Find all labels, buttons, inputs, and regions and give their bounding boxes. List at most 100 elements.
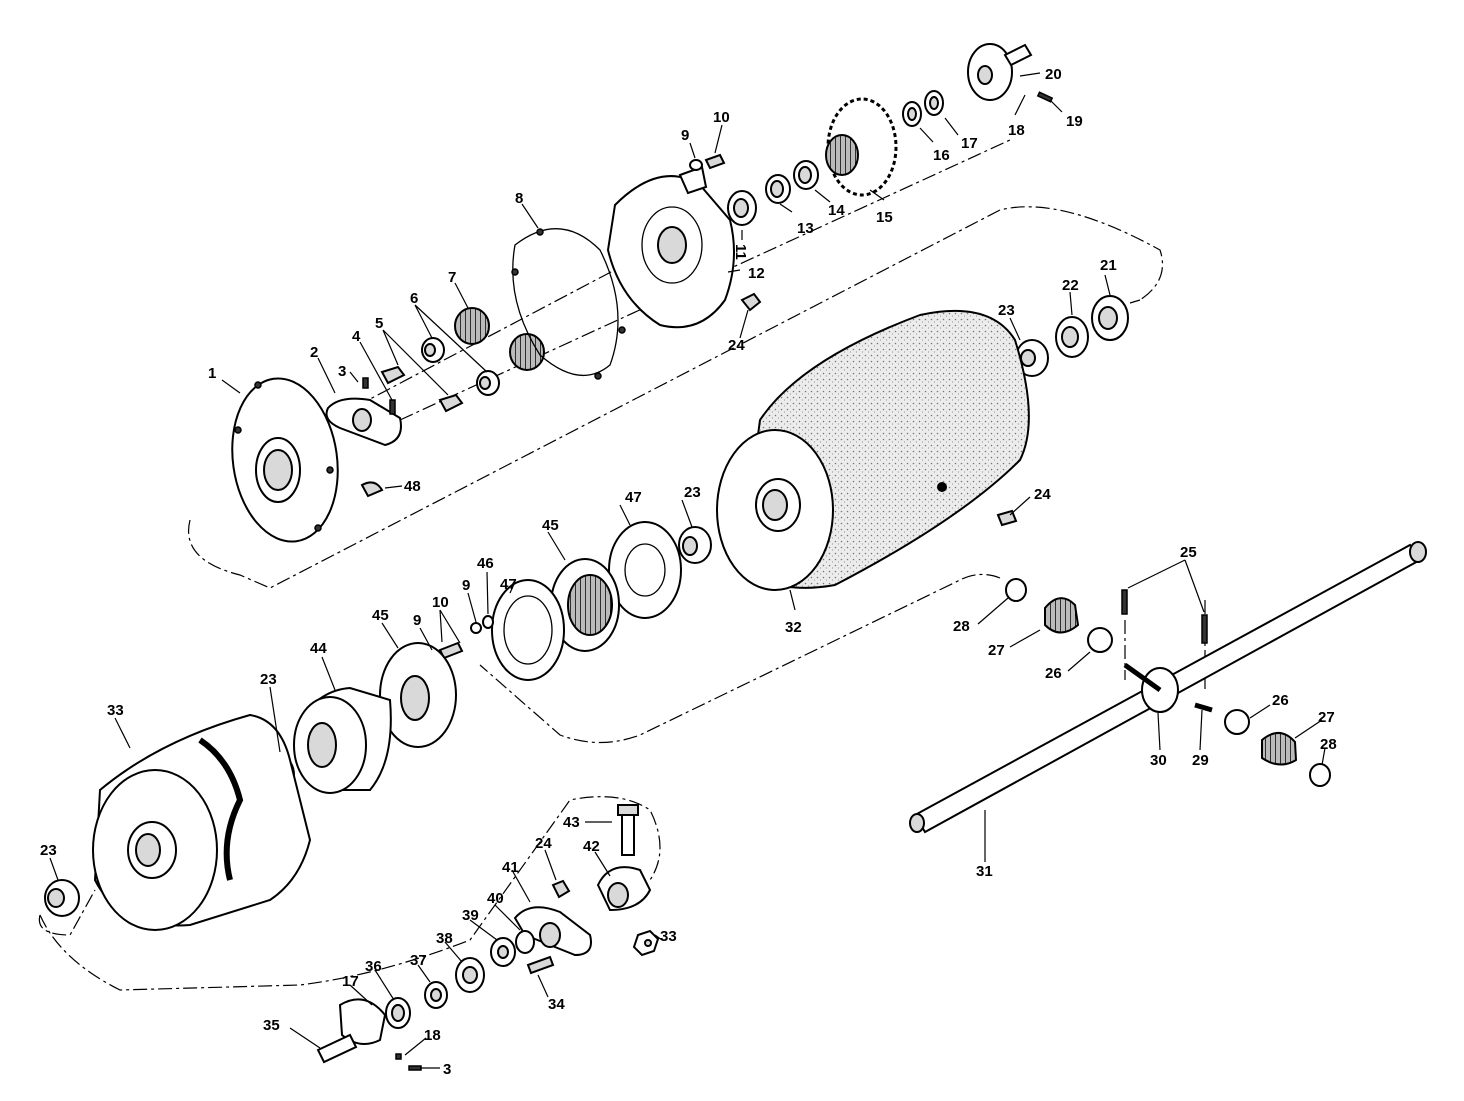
callout-2: 2 [310, 344, 318, 361]
sprocket-15 [825, 97, 898, 197]
callout-10: 10 [713, 109, 730, 126]
callout-5: 5 [375, 315, 383, 332]
callout-28-lower: 28 [1320, 736, 1337, 753]
callout-25: 25 [1180, 544, 1197, 561]
callout-6: 6 [410, 290, 418, 307]
key-48 [360, 481, 384, 498]
callout-46: 46 [477, 555, 494, 572]
callout-47-upper: 47 [625, 489, 642, 506]
bushing-6 [421, 337, 500, 396]
callout-22: 22 [1062, 277, 1079, 294]
washer-46 [482, 615, 494, 629]
callout-3-bottom: 3 [443, 1061, 451, 1078]
callout-4: 4 [352, 328, 361, 345]
bolt-43 [617, 804, 639, 856]
drum-33-cutaway [92, 713, 312, 931]
pin-25 [1121, 589, 1208, 644]
callout-37: 37 [410, 952, 427, 969]
callout-36: 36 [365, 958, 382, 975]
callout-11: 11 [732, 244, 749, 260]
callout-23-far-left: 23 [40, 842, 57, 859]
gear-7 [454, 307, 545, 371]
fitting-24-bottom [551, 879, 571, 899]
callout-18-bottom: 18 [424, 1027, 441, 1044]
callout-35: 35 [263, 1017, 280, 1034]
hub-30 [1123, 662, 1213, 713]
callout-16: 16 [933, 147, 950, 164]
gear-housing-12 [606, 165, 735, 329]
callout-40: 40 [487, 890, 504, 907]
bushing-23-mid [678, 526, 712, 564]
callout-12: 12 [748, 265, 765, 282]
shaft-35 [316, 998, 387, 1064]
callout-3: 3 [338, 363, 346, 380]
fitting-24-mid [996, 509, 1018, 527]
callout-26-upper: 26 [1045, 665, 1062, 682]
callout-8: 8 [515, 190, 523, 207]
bushing-23-far-left [44, 879, 80, 917]
callout-21: 21 [1100, 257, 1117, 274]
callout-39: 39 [462, 907, 479, 924]
callout-24-bottom: 24 [535, 835, 552, 852]
callout-24-top: 24 [728, 337, 745, 354]
lever-41 [513, 906, 592, 957]
callout-15: 15 [876, 209, 893, 226]
seal-36 [385, 997, 411, 1029]
callout-33-drum: 33 [107, 702, 124, 719]
callout-19: 19 [1066, 113, 1083, 130]
callout-13: 13 [797, 220, 814, 237]
callout-48: 48 [404, 478, 421, 495]
callout-26-lower: 26 [1272, 692, 1289, 709]
pinion-26-27-28-lower [1224, 709, 1331, 787]
fitting-24-top [740, 292, 762, 312]
pin-19 [1036, 91, 1054, 103]
plate-47-upper [608, 521, 682, 619]
seal-16-17 [902, 90, 944, 127]
clamp-42 [596, 866, 652, 912]
callout-42: 42 [583, 838, 600, 855]
callout-9-low: 9 [413, 612, 421, 629]
hub-45-lower [379, 642, 457, 748]
callout-43: 43 [563, 814, 580, 831]
callout-28-upper: 28 [953, 618, 970, 635]
callout-47-lower: 47 [500, 576, 517, 593]
callout-9: 9 [681, 127, 689, 144]
spring-pin-3 [362, 377, 369, 389]
callout-45-upper: 45 [542, 517, 559, 534]
callout-labels: 1 2 3 4 5 6 7 8 9 10 11 12 13 14 15 16 1… [40, 66, 1337, 1078]
callout-30: 30 [1150, 752, 1167, 769]
washer-bolt-9-10 [689, 153, 726, 171]
lever-plate-2 [325, 397, 402, 447]
callout-23-mid: 23 [684, 484, 701, 501]
callout-20: 20 [1045, 66, 1062, 83]
callout-44: 44 [310, 640, 327, 657]
callout-29: 29 [1192, 752, 1209, 769]
gasket-8 [511, 228, 626, 380]
ring-gear-45-upper [550, 558, 620, 652]
callout-1: 1 [208, 365, 216, 382]
callout-17-bottom: 17 [342, 973, 359, 990]
end-cover-1 [231, 377, 339, 543]
spacer-44 [293, 686, 392, 794]
callout-38: 38 [436, 930, 453, 947]
disc-47-lower [491, 579, 565, 681]
bearing-38-37 [424, 957, 485, 1009]
callout-31: 31 [976, 863, 993, 880]
callout-27-lower: 27 [1318, 709, 1335, 726]
nut-33 [632, 929, 660, 957]
leader-lines [49, 72, 1326, 1069]
callout-18: 18 [1008, 122, 1025, 139]
callout-34: 34 [548, 996, 565, 1013]
bearing-11-13-14 [727, 160, 819, 226]
bolt-34 [526, 955, 555, 975]
callout-33-nut: 33 [660, 928, 677, 945]
pinion-26-27-28-upper [1005, 578, 1113, 653]
callout-45-lower: 45 [372, 607, 389, 624]
washer-39-40 [490, 930, 535, 967]
callout-32: 32 [785, 619, 802, 636]
callout-23-left: 23 [260, 671, 277, 688]
pins-3-18-bottom [395, 1053, 422, 1071]
callout-14: 14 [828, 202, 845, 219]
shaft-20 [967, 43, 1033, 101]
